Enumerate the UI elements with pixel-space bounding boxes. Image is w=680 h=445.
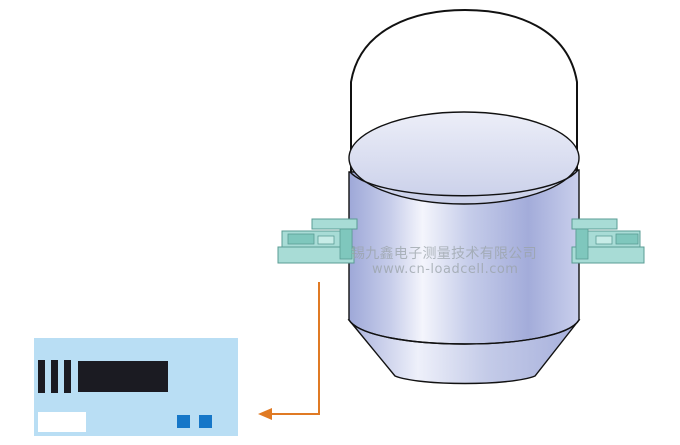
indicator-display xyxy=(78,361,168,392)
indicator-key xyxy=(177,415,190,428)
indicator-bar xyxy=(38,360,45,393)
load-cell-icon xyxy=(277,218,358,264)
signal-cable xyxy=(258,282,320,420)
tank-icon xyxy=(347,111,581,385)
lifting-handle-icon xyxy=(350,8,578,176)
load-cell-icon xyxy=(571,218,645,264)
arrow-left-icon xyxy=(258,408,272,420)
load-cell-left xyxy=(277,218,358,264)
indicator-key xyxy=(199,415,212,428)
weighing-indicator-icon xyxy=(34,338,238,436)
indicator-label-plate xyxy=(38,412,86,432)
indicator-bar xyxy=(51,360,58,393)
load-cell-right xyxy=(571,218,645,264)
indicator-bar xyxy=(64,360,71,393)
